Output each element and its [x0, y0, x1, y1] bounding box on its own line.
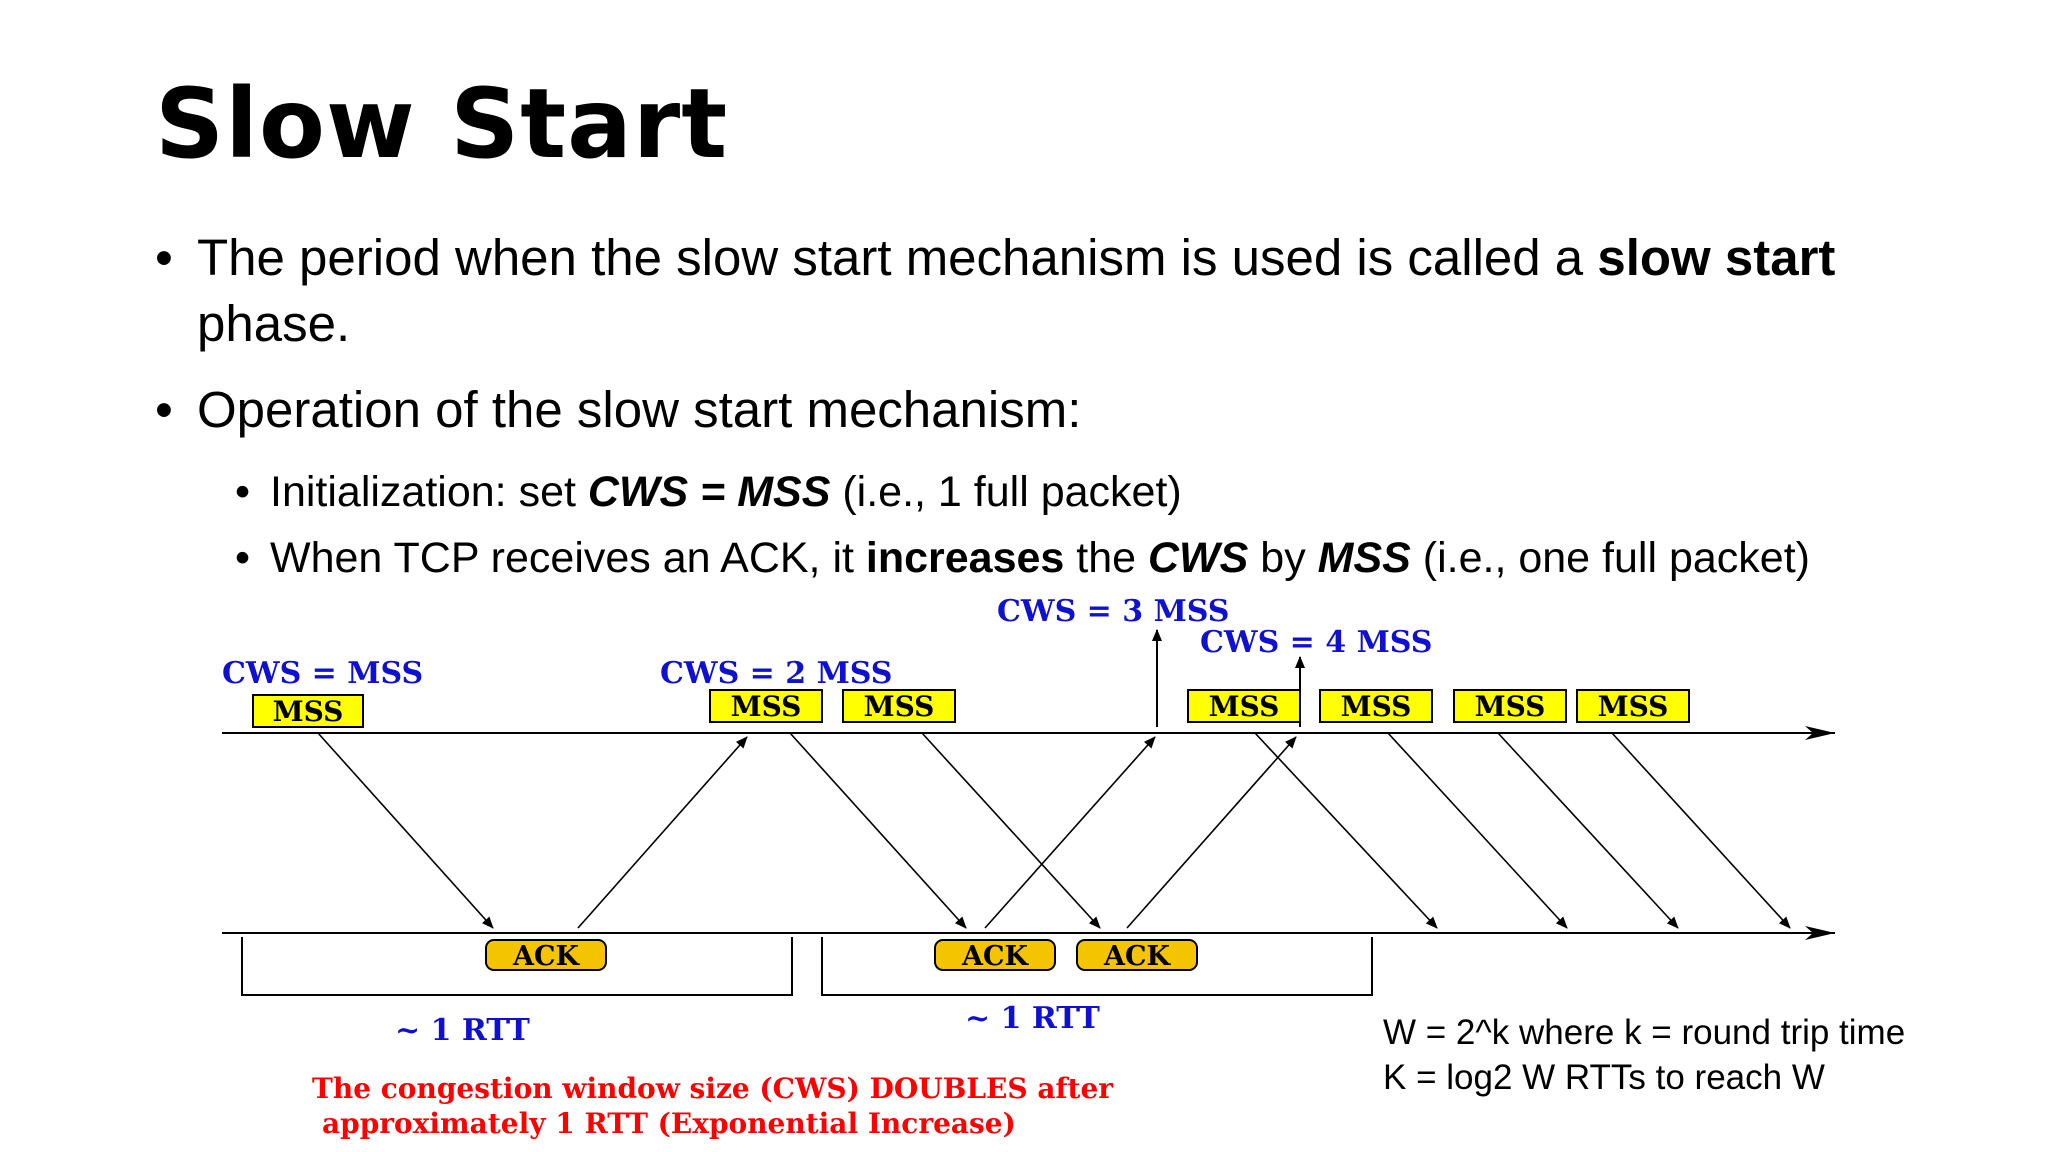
caption-line-2: approximately 1 RTT (Exponential Increas… [322, 1107, 1016, 1140]
bullet-text-end: phase. [197, 295, 351, 352]
packet-1: MSS [273, 695, 344, 728]
packet-5: MSS [1341, 690, 1412, 723]
ack-1: ACK [512, 941, 580, 972]
bullet-bold-term: slow start [1597, 229, 1836, 286]
cws-3mss-label: CWS = 3 MSS [997, 594, 1229, 629]
packet-3: MSS [864, 690, 935, 723]
ack-3: ACK [1103, 941, 1171, 972]
sub-text-end: (i.e., 1 full packet) [830, 468, 1182, 516]
sub-text: the [1064, 534, 1148, 582]
packet-7: MSS [1598, 690, 1669, 723]
sub-text: Initialization: set [270, 468, 588, 516]
packet-2: MSS [731, 690, 802, 723]
cws-4mss-label: CWS = 4 MSS [1200, 625, 1432, 660]
rtt-label-1: ~ 1 RTT [395, 1013, 531, 1048]
formula-line-1: W = 2^k where k = round trip time [1383, 1013, 1906, 1052]
sub-text: When TCP receives an ACK, it [270, 534, 866, 582]
sub-text: by [1248, 534, 1318, 582]
sub-emphasis: CWS = MSS [587, 468, 831, 516]
bullet-operation: Operation of the slow start mechanism: [155, 377, 1955, 443]
bullet-slow-start-phase: The period when the slow start mechanism… [155, 225, 1955, 357]
packet-4: MSS [1209, 690, 1280, 723]
caption-line-1: The congestion window size (CWS) DOUBLES… [312, 1072, 1114, 1105]
sub-bold: increases [865, 534, 1065, 582]
bullet-list: The period when the slow start mechanism… [155, 225, 1955, 595]
rtt-bracket-2 [821, 937, 1373, 996]
packet-6: MSS [1475, 690, 1546, 723]
formula-line-2: K = log2 W RTTs to reach W [1383, 1058, 1825, 1097]
bullet-text: The period when the slow start mechanism… [197, 229, 1598, 286]
cws-2mss-label: CWS = 2 MSS [660, 656, 892, 691]
sub-text-end: (i.e., one full packet) [1410, 534, 1810, 582]
sub-emphasis-cws: CWS [1148, 534, 1249, 582]
sub-emphasis-mss: MSS [1317, 534, 1411, 582]
rtt-label-2: ~ 1 RTT [965, 1001, 1101, 1036]
rtt-bracket-1 [241, 937, 793, 996]
slide-title: Slow Start [155, 68, 729, 180]
sub-bullet-initialization: Initialization: set CWS = MSS (i.e., 1 f… [155, 463, 1955, 521]
ack-2: ACK [961, 941, 1029, 972]
sub-bullet-ack: When TCP receives an ACK, it increases t… [155, 529, 1955, 587]
cws-mss-label: CWS = MSS [222, 656, 423, 691]
